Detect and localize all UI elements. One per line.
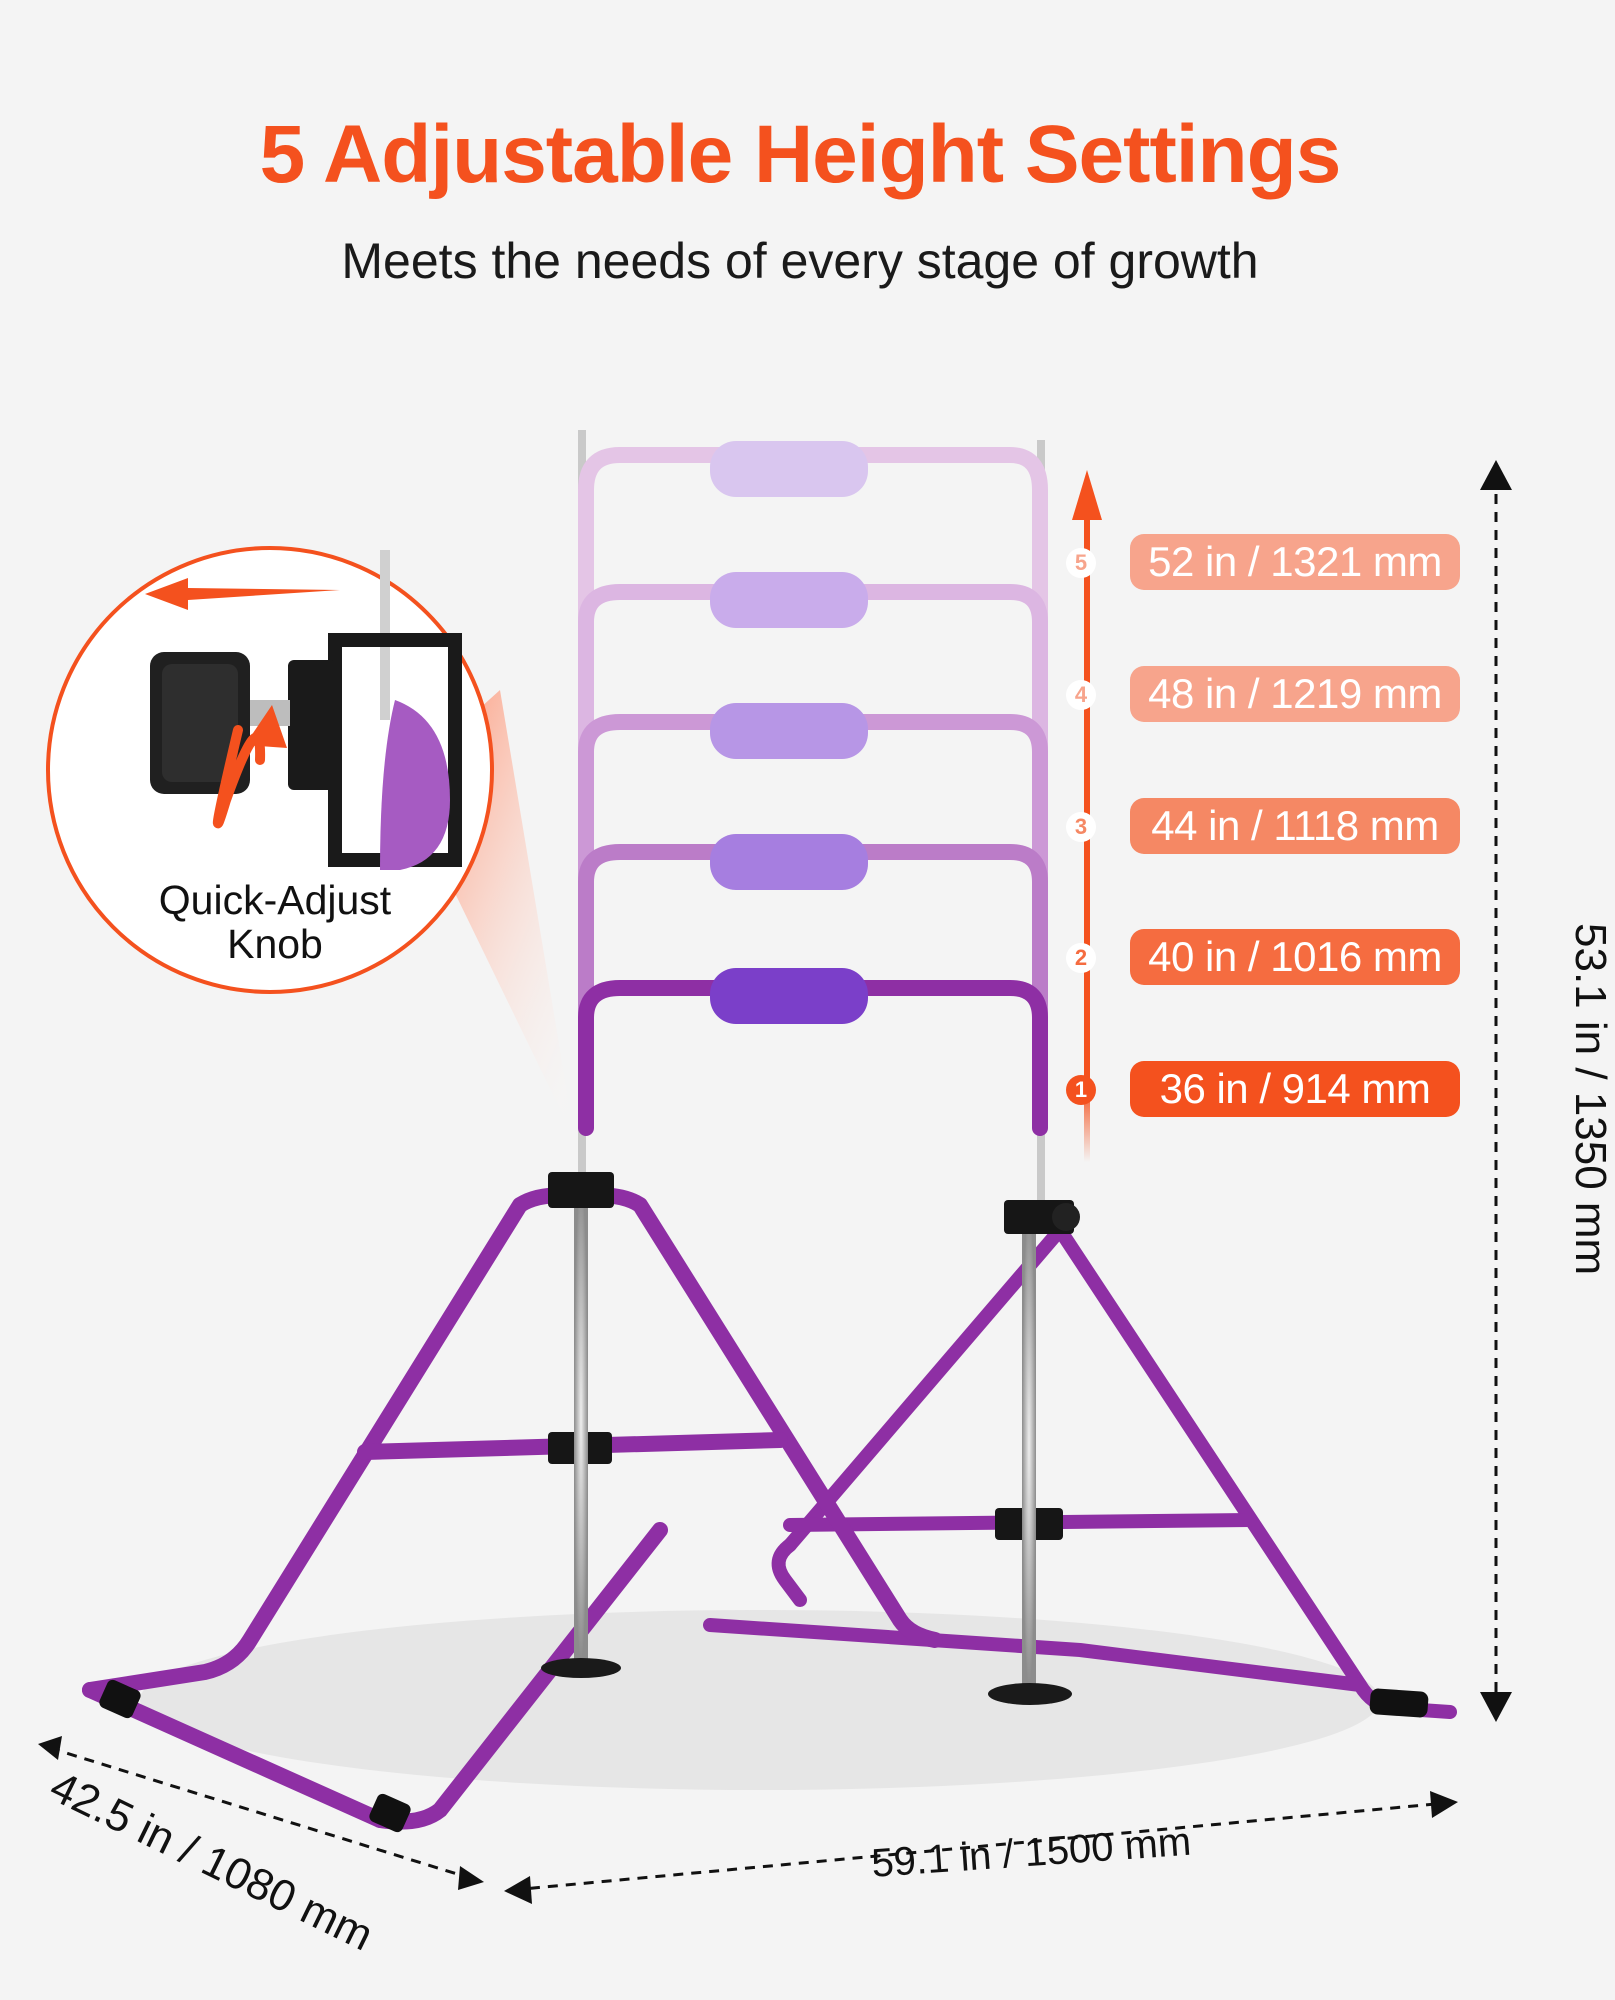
depth-dimension-line	[49, 1746, 471, 1880]
height-dimension-arrow-top	[1480, 460, 1512, 490]
floor-shadow	[140, 1610, 1380, 1790]
front-pole	[574, 1180, 588, 1660]
front-foot-cap-right	[369, 1793, 411, 1833]
knob-callout-label-line1: Quick-Adjust	[158, 877, 392, 923]
height-setting-step: 3	[1066, 812, 1096, 842]
width-dimension-arrow-right	[1430, 1791, 1458, 1818]
height-setting-label: 36 in / 914 mm	[1130, 1061, 1460, 1117]
height-setting-step: 2	[1066, 943, 1096, 973]
height-dimension-arrow-bottom	[1480, 1692, 1512, 1722]
height-setting-label: 44 in / 1118 mm	[1130, 798, 1460, 854]
rotate-arrow-head-icon	[245, 705, 287, 748]
height-setting-step: 4	[1066, 680, 1096, 710]
height-setting-step: 5	[1066, 548, 1096, 578]
height-setting-label: 40 in / 1016 mm	[1130, 929, 1460, 985]
height-arrow-head	[1072, 470, 1102, 520]
bar-height-2	[578, 834, 1048, 1098]
front-pole-foot	[541, 1658, 621, 1678]
depth-dimension-arrow-bottom	[458, 1866, 484, 1890]
height-setting-label: 48 in / 1219 mm	[1130, 666, 1460, 722]
bar-height-4	[578, 572, 1048, 1098]
knob-callout-label-line2: Knob	[227, 921, 323, 967]
front-foot-cap-left	[99, 1679, 141, 1719]
height-setting-step: 1	[1066, 1075, 1096, 1105]
front-pole-clamp	[548, 1172, 614, 1208]
back-pole-knob	[1052, 1203, 1080, 1231]
width-dimension-arrow-left	[504, 1876, 532, 1904]
width-dimension-line	[511, 1801, 1447, 1892]
page-subtitle: Meets the needs of every stage of growth	[341, 233, 1259, 289]
back-pole	[1022, 1206, 1036, 1686]
bar-height-1	[578, 968, 1048, 1136]
knob-callout-detail	[150, 550, 462, 870]
page-title: 5 Adjustable Height Settings	[259, 109, 1342, 200]
depth-dimension-arrow-top	[38, 1736, 62, 1760]
callout-direction-arrow	[145, 578, 340, 610]
height-dimension-label: 53.1 in / 1350 mm	[1566, 923, 1615, 1276]
knob-callout-label: Quick-Adjust Knob	[130, 878, 420, 966]
back-foot-cap	[1369, 1688, 1429, 1718]
back-pole-foot	[988, 1683, 1072, 1705]
bar-height-5	[578, 441, 1048, 1098]
bar-height-3	[578, 703, 1048, 1098]
height-setting-label: 52 in / 1321 mm	[1130, 534, 1460, 590]
